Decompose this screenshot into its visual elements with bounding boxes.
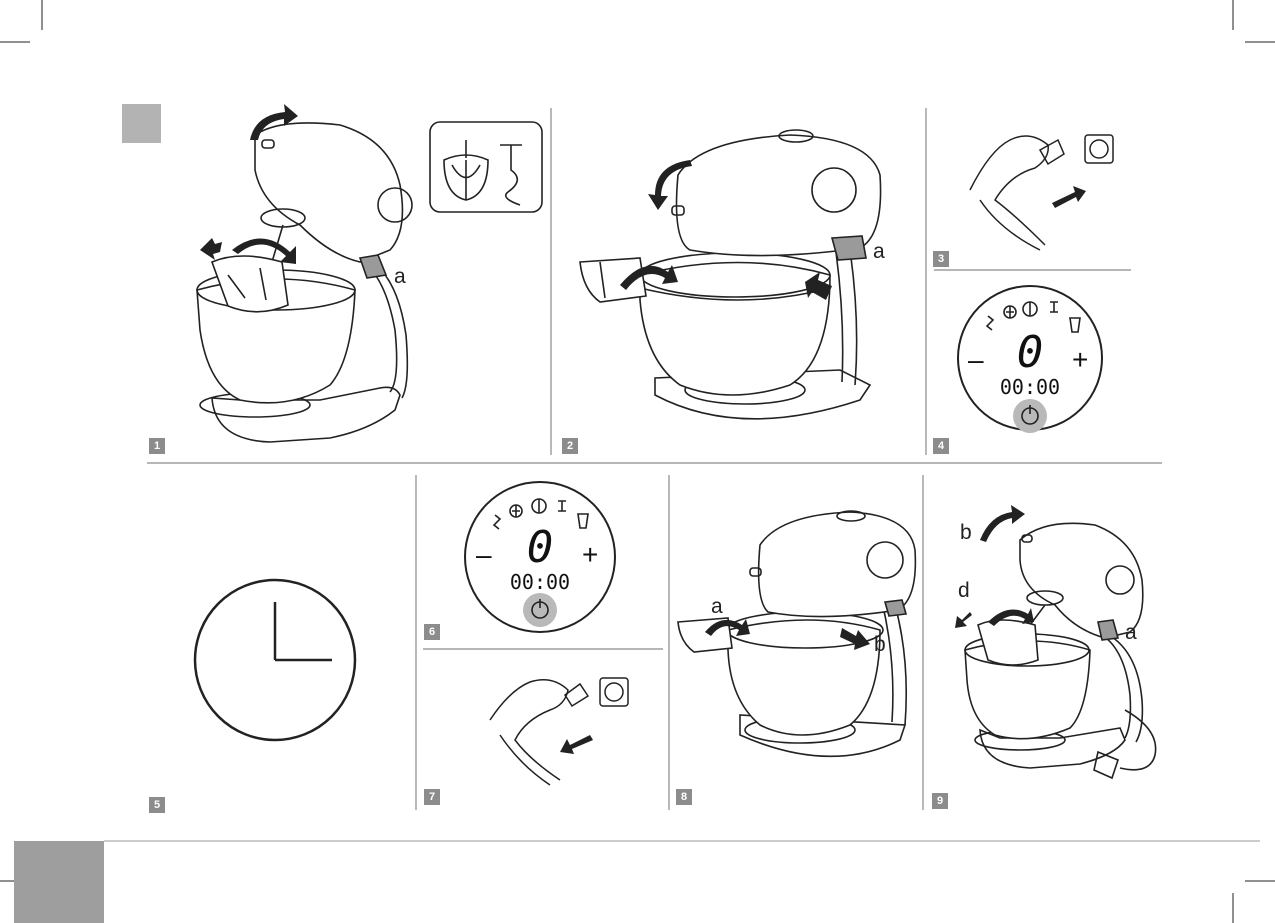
step6-speed: 0 [527, 522, 554, 573]
step5-clock [195, 580, 355, 740]
step-badge-1: 1 [149, 438, 165, 454]
power-button [523, 593, 557, 627]
step1-callout-a: a [394, 266, 406, 287]
step7-illustration [490, 678, 628, 785]
step4-minus: – [968, 344, 984, 375]
step2-illustration [580, 130, 881, 419]
step-badge-4: 4 [933, 438, 949, 454]
step2-callout-a: a [873, 241, 885, 262]
step8-callout-a: a [711, 596, 723, 617]
step4-speed: 0 [1017, 327, 1044, 378]
step6-minus: – [476, 539, 492, 570]
step3-illustration [970, 135, 1113, 250]
step-badge-9: 9 [932, 793, 948, 809]
step9-callout-d: d [958, 580, 970, 601]
step1-illustration [197, 122, 542, 442]
step-badge-7: 7 [424, 789, 440, 805]
step9-callout-a: a [1125, 622, 1137, 643]
step-badge-5: 5 [149, 797, 165, 813]
step3-arrow [1052, 186, 1086, 208]
section-tab [122, 104, 161, 143]
step9-illustration [965, 523, 1156, 778]
step4-plus: + [1072, 344, 1088, 375]
page-tab [14, 841, 104, 923]
step9-callout-b: b [960, 522, 972, 543]
step4-timer: 00:00 [1000, 375, 1060, 399]
step-badge-6: 6 [424, 624, 440, 640]
step7-arrow [560, 735, 593, 754]
step6-timer: 00:00 [510, 570, 570, 594]
step-badge-3: 3 [933, 251, 949, 267]
step-badge-8: 8 [676, 789, 692, 805]
step-badge-2: 2 [562, 438, 578, 454]
step6-plus: + [582, 539, 598, 570]
power-button [1013, 399, 1047, 433]
step8-callout-b: b [874, 634, 886, 655]
